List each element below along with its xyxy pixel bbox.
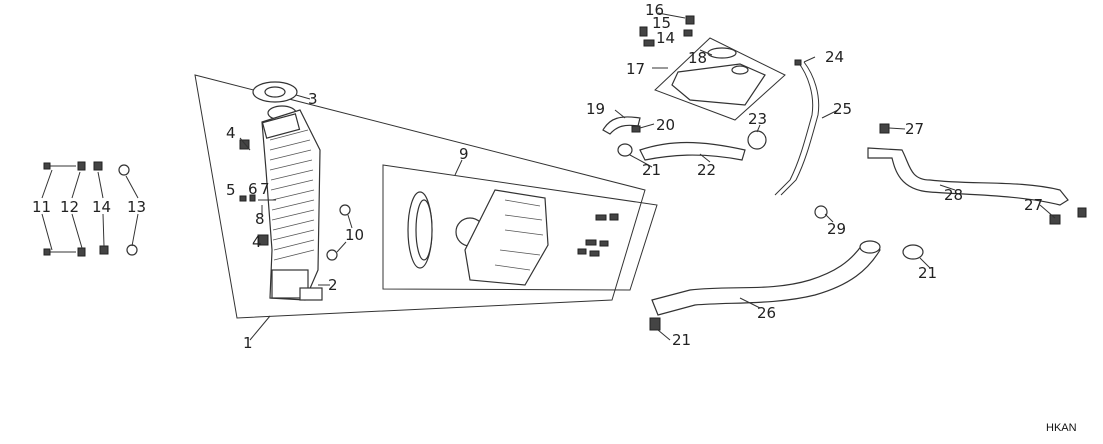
hose-clamp-23 bbox=[747, 130, 767, 150]
hose-19 bbox=[602, 116, 641, 135]
callout-22: 22 bbox=[697, 161, 716, 179]
hose-22 bbox=[617, 141, 746, 161]
callout-3: 3 bbox=[308, 90, 318, 108]
callout-11: 11 bbox=[32, 198, 51, 216]
expansion-tank bbox=[671, 47, 766, 106]
model-code: HKAN bbox=[1046, 422, 1077, 434]
callout-29: 29 bbox=[827, 220, 846, 238]
callout-10: 10 bbox=[345, 226, 364, 244]
callout-14-tank: 14 bbox=[656, 29, 675, 47]
callout-25: 25 bbox=[833, 100, 852, 118]
callout-5: 5 bbox=[226, 181, 236, 199]
callout-20: 20 bbox=[656, 116, 675, 134]
callout-14-left: 14 bbox=[92, 198, 111, 216]
washer-29 bbox=[814, 205, 828, 219]
callout-13: 13 bbox=[127, 198, 146, 216]
grommet-4-top bbox=[239, 139, 250, 150]
callout-23: 23 bbox=[748, 110, 767, 128]
leader-line-1 bbox=[249, 315, 271, 341]
callout-17: 17 bbox=[626, 60, 645, 78]
callout-4-bottom: 4 bbox=[252, 233, 262, 251]
callout-2: 2 bbox=[328, 276, 338, 294]
callout-26: 26 bbox=[757, 304, 776, 322]
cooling-fan bbox=[407, 189, 549, 286]
fan-screws bbox=[577, 213, 619, 257]
callout-12: 12 bbox=[60, 198, 79, 216]
callout-21-right: 21 bbox=[918, 264, 937, 282]
hose-28 bbox=[867, 123, 1087, 225]
radiator-core bbox=[261, 109, 323, 301]
callout-16: 16 bbox=[645, 1, 664, 19]
fan-assembly-outline bbox=[382, 164, 658, 291]
callout-19: 19 bbox=[586, 100, 605, 118]
callout-9: 9 bbox=[459, 145, 469, 163]
callout-24: 24 bbox=[825, 48, 844, 66]
callout-21-mid: 21 bbox=[642, 161, 661, 179]
hose-26 bbox=[649, 240, 881, 331]
expansion-tank-outline bbox=[654, 37, 786, 121]
grommet-4-bottom bbox=[257, 234, 269, 246]
leader-lines-left-bolts bbox=[41, 169, 139, 251]
callout-27-top: 27 bbox=[905, 120, 924, 138]
callout-18: 18 bbox=[688, 49, 707, 67]
bolt-set-left bbox=[43, 161, 138, 257]
callout-6: 6 bbox=[248, 180, 258, 198]
callout-27-right: 27 bbox=[1024, 196, 1043, 214]
overflow-tube bbox=[774, 61, 814, 196]
callout-15: 15 bbox=[652, 14, 671, 32]
callout-7: 7 bbox=[260, 180, 270, 198]
washer-10-top bbox=[339, 204, 351, 216]
callout-8: 8 bbox=[255, 210, 265, 228]
callout-4-top: 4 bbox=[226, 124, 236, 142]
leader-line-9 bbox=[454, 159, 463, 176]
tank-bolts-14-15-16 bbox=[639, 12, 695, 47]
hose-clamp-21-right bbox=[902, 244, 924, 260]
callout-1: 1 bbox=[243, 334, 253, 352]
bolt-5-6-7 bbox=[239, 194, 276, 202]
callout-28: 28 bbox=[944, 186, 963, 204]
radiator-assembly-outline bbox=[194, 74, 646, 319]
callout-21-bottom: 21 bbox=[672, 331, 691, 349]
leader-lines-right bbox=[318, 49, 1056, 341]
washer-10-bottom bbox=[326, 249, 338, 261]
